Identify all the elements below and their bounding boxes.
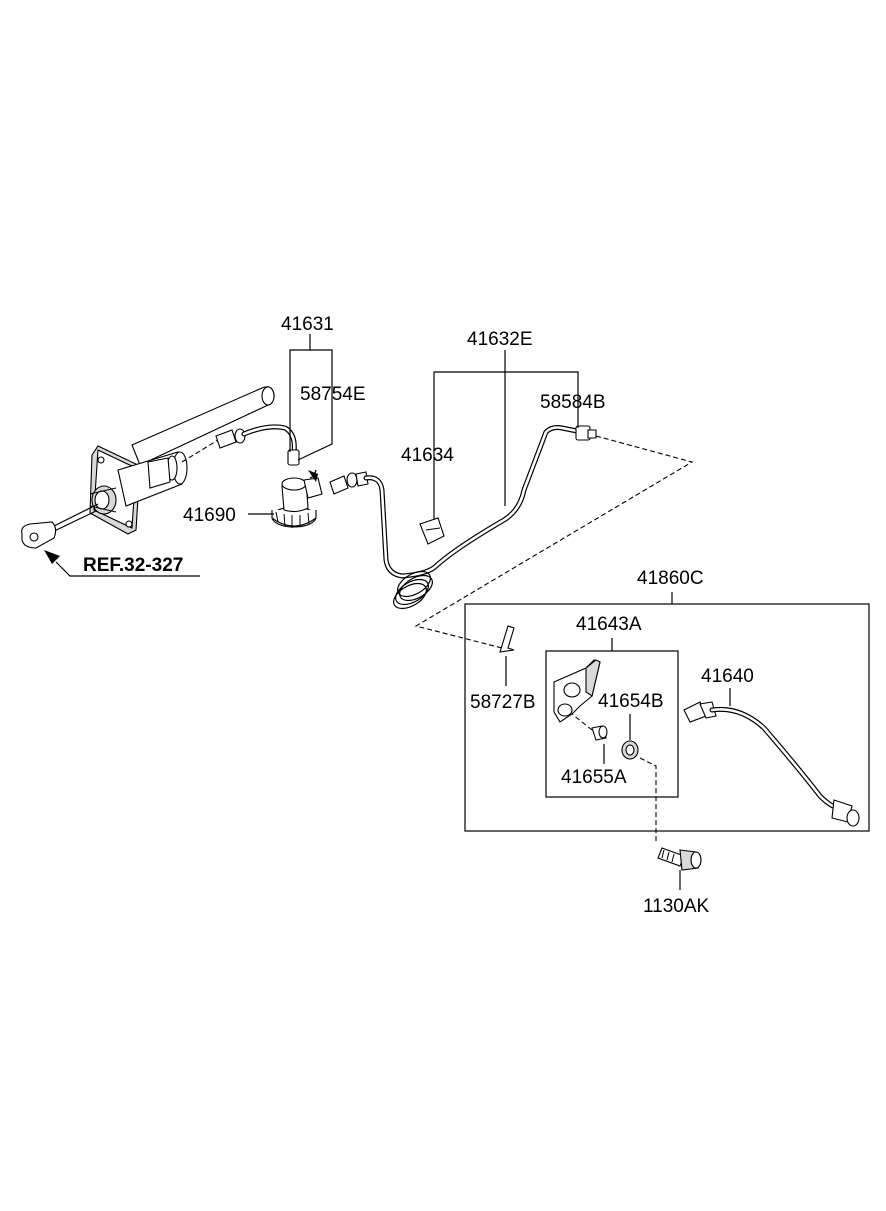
bushing-41655A: [571, 713, 608, 741]
connection-line-58584B: [414, 435, 694, 649]
label-41631: 41631: [281, 314, 334, 335]
grommet-41654B: [621, 740, 639, 760]
label-41632E: 41632E: [467, 329, 533, 350]
label-41860C: 41860C: [637, 568, 704, 589]
label-41690: 41690: [183, 505, 236, 526]
clip-58727B: [499, 625, 515, 653]
label-41634: 41634: [401, 445, 454, 466]
label-58754E: 58754E: [300, 384, 366, 405]
clutch-tube-41632E: [329, 425, 597, 610]
ref-label: REF.32-327: [83, 555, 183, 576]
clutch-master-cylinder: [21, 386, 275, 549]
label-41655A: 41655A: [561, 767, 627, 788]
label-41643A: 41643A: [576, 614, 642, 635]
kit-box-41860C: [464, 603, 870, 832]
reservoir-41690: [271, 469, 323, 528]
bolt-1130AK: [639, 757, 702, 871]
bracket-41643A: [553, 659, 601, 723]
hose-41631: [241, 424, 300, 466]
label-1130AK: 1130AK: [643, 896, 710, 917]
label-58727B: 58727B: [470, 692, 536, 713]
clip-41634: [419, 517, 445, 545]
hose-41640: [683, 701, 860, 827]
label-41654B: 41654B: [598, 691, 664, 712]
label-58584B: 58584B: [540, 392, 606, 413]
label-41640: 41640: [701, 666, 754, 687]
leader-lines: [44, 334, 731, 890]
